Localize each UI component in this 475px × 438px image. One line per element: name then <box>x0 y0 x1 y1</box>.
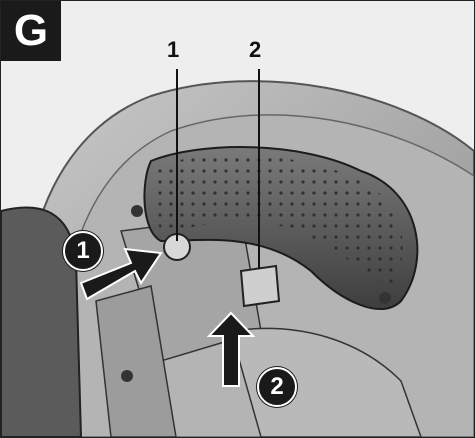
grip-texture <box>151 155 403 287</box>
callout-2: 2 <box>249 37 262 62</box>
callout-1: 1 <box>167 37 180 62</box>
step-1-badge: 1 <box>63 231 103 271</box>
step-2-badge: 2 <box>257 367 297 407</box>
arrow-right <box>79 247 163 301</box>
on-off-switch <box>239 264 281 308</box>
figure-letter: G <box>1 1 61 61</box>
screw <box>379 292 391 304</box>
arrow-up <box>206 311 256 387</box>
lower-frame-left <box>95 285 177 437</box>
screw <box>121 370 133 382</box>
side-handle <box>1 206 83 437</box>
lower-frame-right <box>230 327 422 437</box>
screw <box>131 205 143 217</box>
